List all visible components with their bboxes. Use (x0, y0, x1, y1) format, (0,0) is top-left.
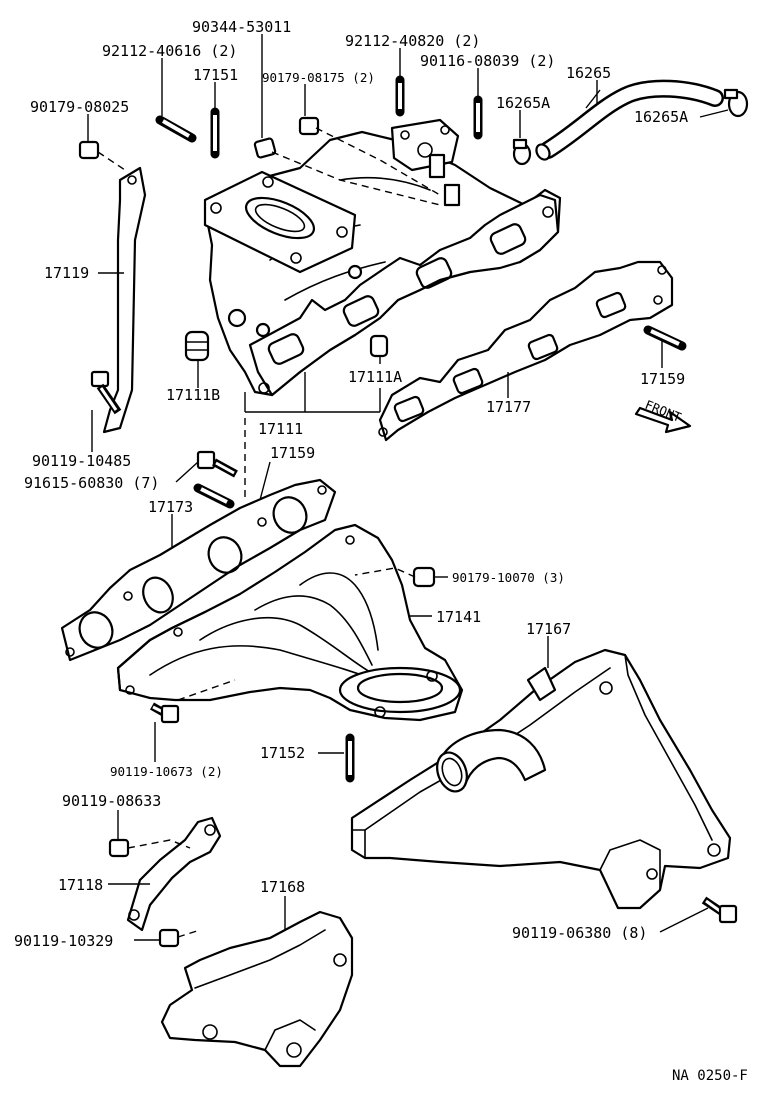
bolt-90119-06380-icon (701, 896, 738, 924)
plug-17111A-icon (369, 334, 389, 358)
bolt-90119-10485-icon (90, 370, 122, 415)
stud-17159-right-icon (643, 325, 687, 351)
nut-90179-08025-icon (78, 140, 100, 160)
bracket-17118 (126, 816, 222, 932)
stud-17159-left-icon (193, 483, 235, 509)
label-90119-06380: 90119-06380 (8) (512, 924, 647, 942)
bolt-90119-08633-icon (108, 838, 130, 858)
label-90344-53011: 90344-53011 (192, 18, 291, 36)
label-16265A-right: 16265A (634, 108, 688, 126)
water-hose (512, 79, 749, 166)
label-17111B: 17111B (166, 386, 220, 404)
label-90179-08025: 90179-08025 (30, 98, 129, 116)
intake-manifold (203, 118, 562, 397)
label-90119-10673: 90119-10673 (2) (110, 764, 223, 779)
label-17119: 17119 (44, 264, 89, 282)
label-90179-10070: 90179-10070 (3) (452, 570, 565, 585)
front-arrow-icon (634, 406, 692, 434)
label-17111A: 17111A (348, 368, 402, 386)
plug-17111B-icon (184, 330, 210, 362)
manifold-stay-17119 (102, 166, 147, 434)
label-17111: 17111 (258, 420, 303, 438)
assembly-dash-lines (97, 127, 441, 938)
bolt-91615-60830-icon (196, 450, 238, 478)
leader-lines (87, 34, 729, 941)
label-16265: 16265 (566, 64, 611, 82)
intake-gasket (378, 260, 674, 442)
label-90119-10329: 90119-10329 (14, 932, 113, 950)
nut-90179-10070-icon (412, 566, 436, 588)
bolt-90119-10673-icon (150, 702, 180, 724)
nut-90344-icon (253, 137, 277, 159)
part-labels: 90344-53011 92112-40616 (2) 17151 90179-… (14, 18, 748, 1084)
label-17168: 17168 (260, 878, 305, 896)
heat-insulator-lower (160, 910, 354, 1068)
hose-clamp-icon (512, 138, 532, 166)
label-17167: 17167 (526, 620, 571, 638)
label-92112-40616: 92112-40616 (2) (102, 42, 237, 60)
label-90119-08633: 90119-08633 (62, 792, 161, 810)
label-16265A-top: 16265A (496, 94, 550, 112)
label-90179-08175: 90179-08175 (2) (262, 70, 375, 85)
bolt-90119-10329-icon (158, 928, 180, 948)
heat-insulator-upper (350, 648, 732, 910)
nut-90179-08175-icon (298, 116, 320, 136)
label-92112-40820: 92112-40820 (2) (345, 32, 480, 50)
stud-92112-40616-icon (155, 115, 197, 143)
exhaust-gasket (60, 478, 337, 662)
label-17173: 17173 (148, 498, 193, 516)
label-91615-60830: 91615-60830 (7) (24, 474, 159, 492)
label-90119-10485: 90119-10485 (32, 452, 131, 470)
exhaust-manifold (116, 523, 464, 722)
diagram-reference-code: NA 0250-F (672, 1068, 748, 1084)
label-17118: 17118 (58, 876, 103, 894)
label-17177: 17177 (486, 398, 531, 416)
label-17141: 17141 (436, 608, 481, 626)
label-17152: 17152 (260, 744, 305, 762)
label-17159-right: 17159 (640, 370, 685, 388)
hose-clamp-icon (723, 88, 749, 118)
label-17151: 17151 (193, 66, 238, 84)
label-17159-left: 17159 (270, 444, 315, 462)
label-90116-08039: 90116-08039 (2) (420, 52, 555, 70)
